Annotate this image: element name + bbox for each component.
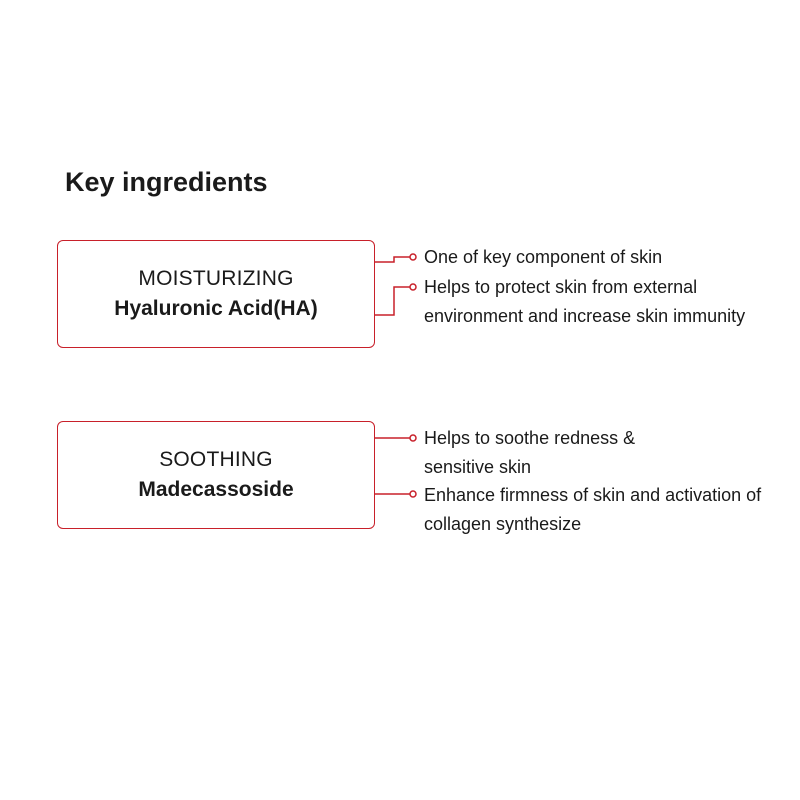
connector-line <box>375 286 410 316</box>
connector-dot <box>409 490 417 498</box>
ingredient-name: Madecassoside <box>138 478 294 501</box>
benefit-text: Enhance firmness of skin and activation … <box>424 485 762 534</box>
connector-group-1 <box>375 253 417 316</box>
connector-dot <box>409 283 417 291</box>
connector-dot <box>409 434 417 442</box>
ingredient-category: MOISTURIZING <box>138 267 294 290</box>
ingredient-category: SOOTHING <box>159 448 273 471</box>
connector-group-2 <box>375 434 417 498</box>
connector-line <box>375 256 410 263</box>
ingredient-card-hyaluronic-acid: MOISTURIZING Hyaluronic Acid(HA) <box>57 240 375 348</box>
ingredient-card-madecassoside: SOOTHING Madecassoside <box>57 421 375 529</box>
connector-dot <box>409 253 417 261</box>
benefit-text: One of key component of skin <box>424 247 663 267</box>
ingredient-name: Hyaluronic Acid(HA) <box>114 297 318 320</box>
benefit-text: Helps to protect skin from external envi… <box>424 277 746 326</box>
benefit-text: Helps to soothe redness & sensitive skin <box>424 428 636 477</box>
page-title: Key ingredients <box>65 167 268 197</box>
